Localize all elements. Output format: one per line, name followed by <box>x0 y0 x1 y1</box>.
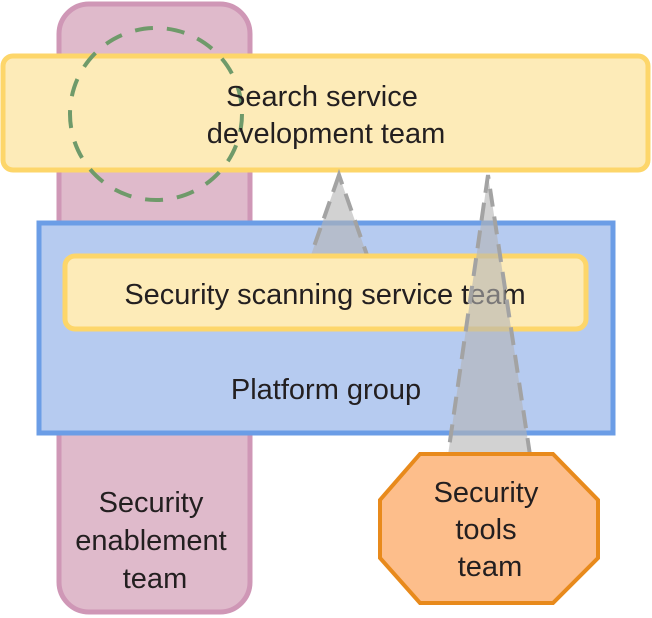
scanning-team-shape <box>62 253 589 332</box>
search-team-label: Search service development team <box>207 81 446 150</box>
interaction-cone-scanning <box>307 168 371 260</box>
platform-group-label: Platform group <box>231 374 421 406</box>
enablement-team-label: Security enablement team <box>75 487 235 595</box>
facilitating-circle <box>68 26 244 202</box>
scanning-team-label: Security scanning service team <box>124 279 525 311</box>
tools-team-label: Security tools team <box>434 477 547 583</box>
tools-team-shape <box>378 452 600 605</box>
search-team-shape <box>0 53 651 173</box>
